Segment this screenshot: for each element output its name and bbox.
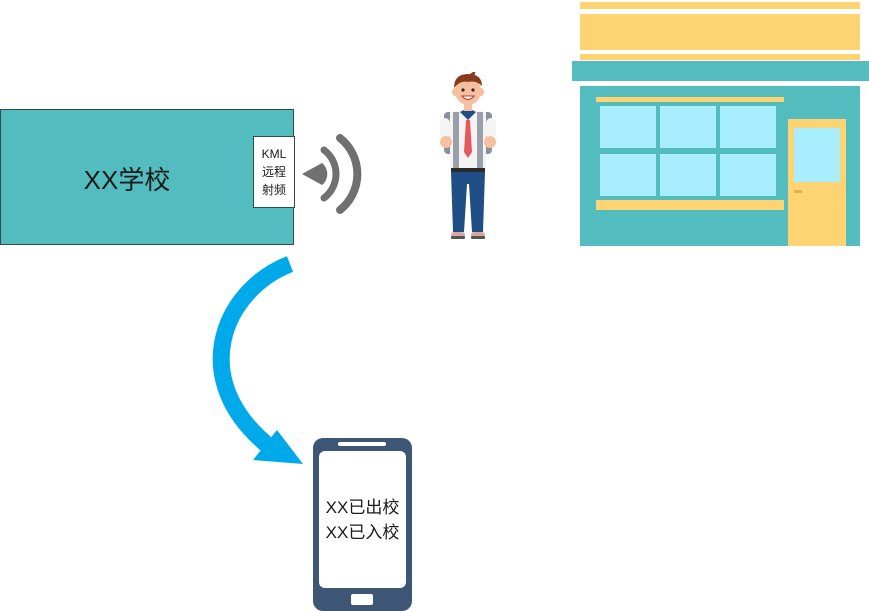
phone-screen: XX已出校 XX已入校 <box>319 451 406 588</box>
rf-line-2: 远程 <box>261 165 286 179</box>
shop-icon <box>572 2 869 246</box>
school-box: XX学校 KML 远程 射频 <box>0 109 295 245</box>
phone-speaker <box>338 442 386 446</box>
rf-line-1: KML <box>261 147 287 161</box>
rf-line-3: 射频 <box>261 183 286 197</box>
smartphone-icon: XX已出校 XX已入校 <box>313 438 412 611</box>
phone-message-exit: XX已出校 <box>325 497 400 517</box>
student-icon <box>440 72 496 239</box>
phone-message-enter: XX已入校 <box>325 522 400 542</box>
curved-arrow-icon <box>212 256 303 464</box>
rf-tag: KML 远程 射频 <box>253 136 295 208</box>
wifi-signal-icon <box>302 134 362 214</box>
school-label: XX学校 <box>83 164 171 195</box>
phone-home-button <box>351 594 373 605</box>
